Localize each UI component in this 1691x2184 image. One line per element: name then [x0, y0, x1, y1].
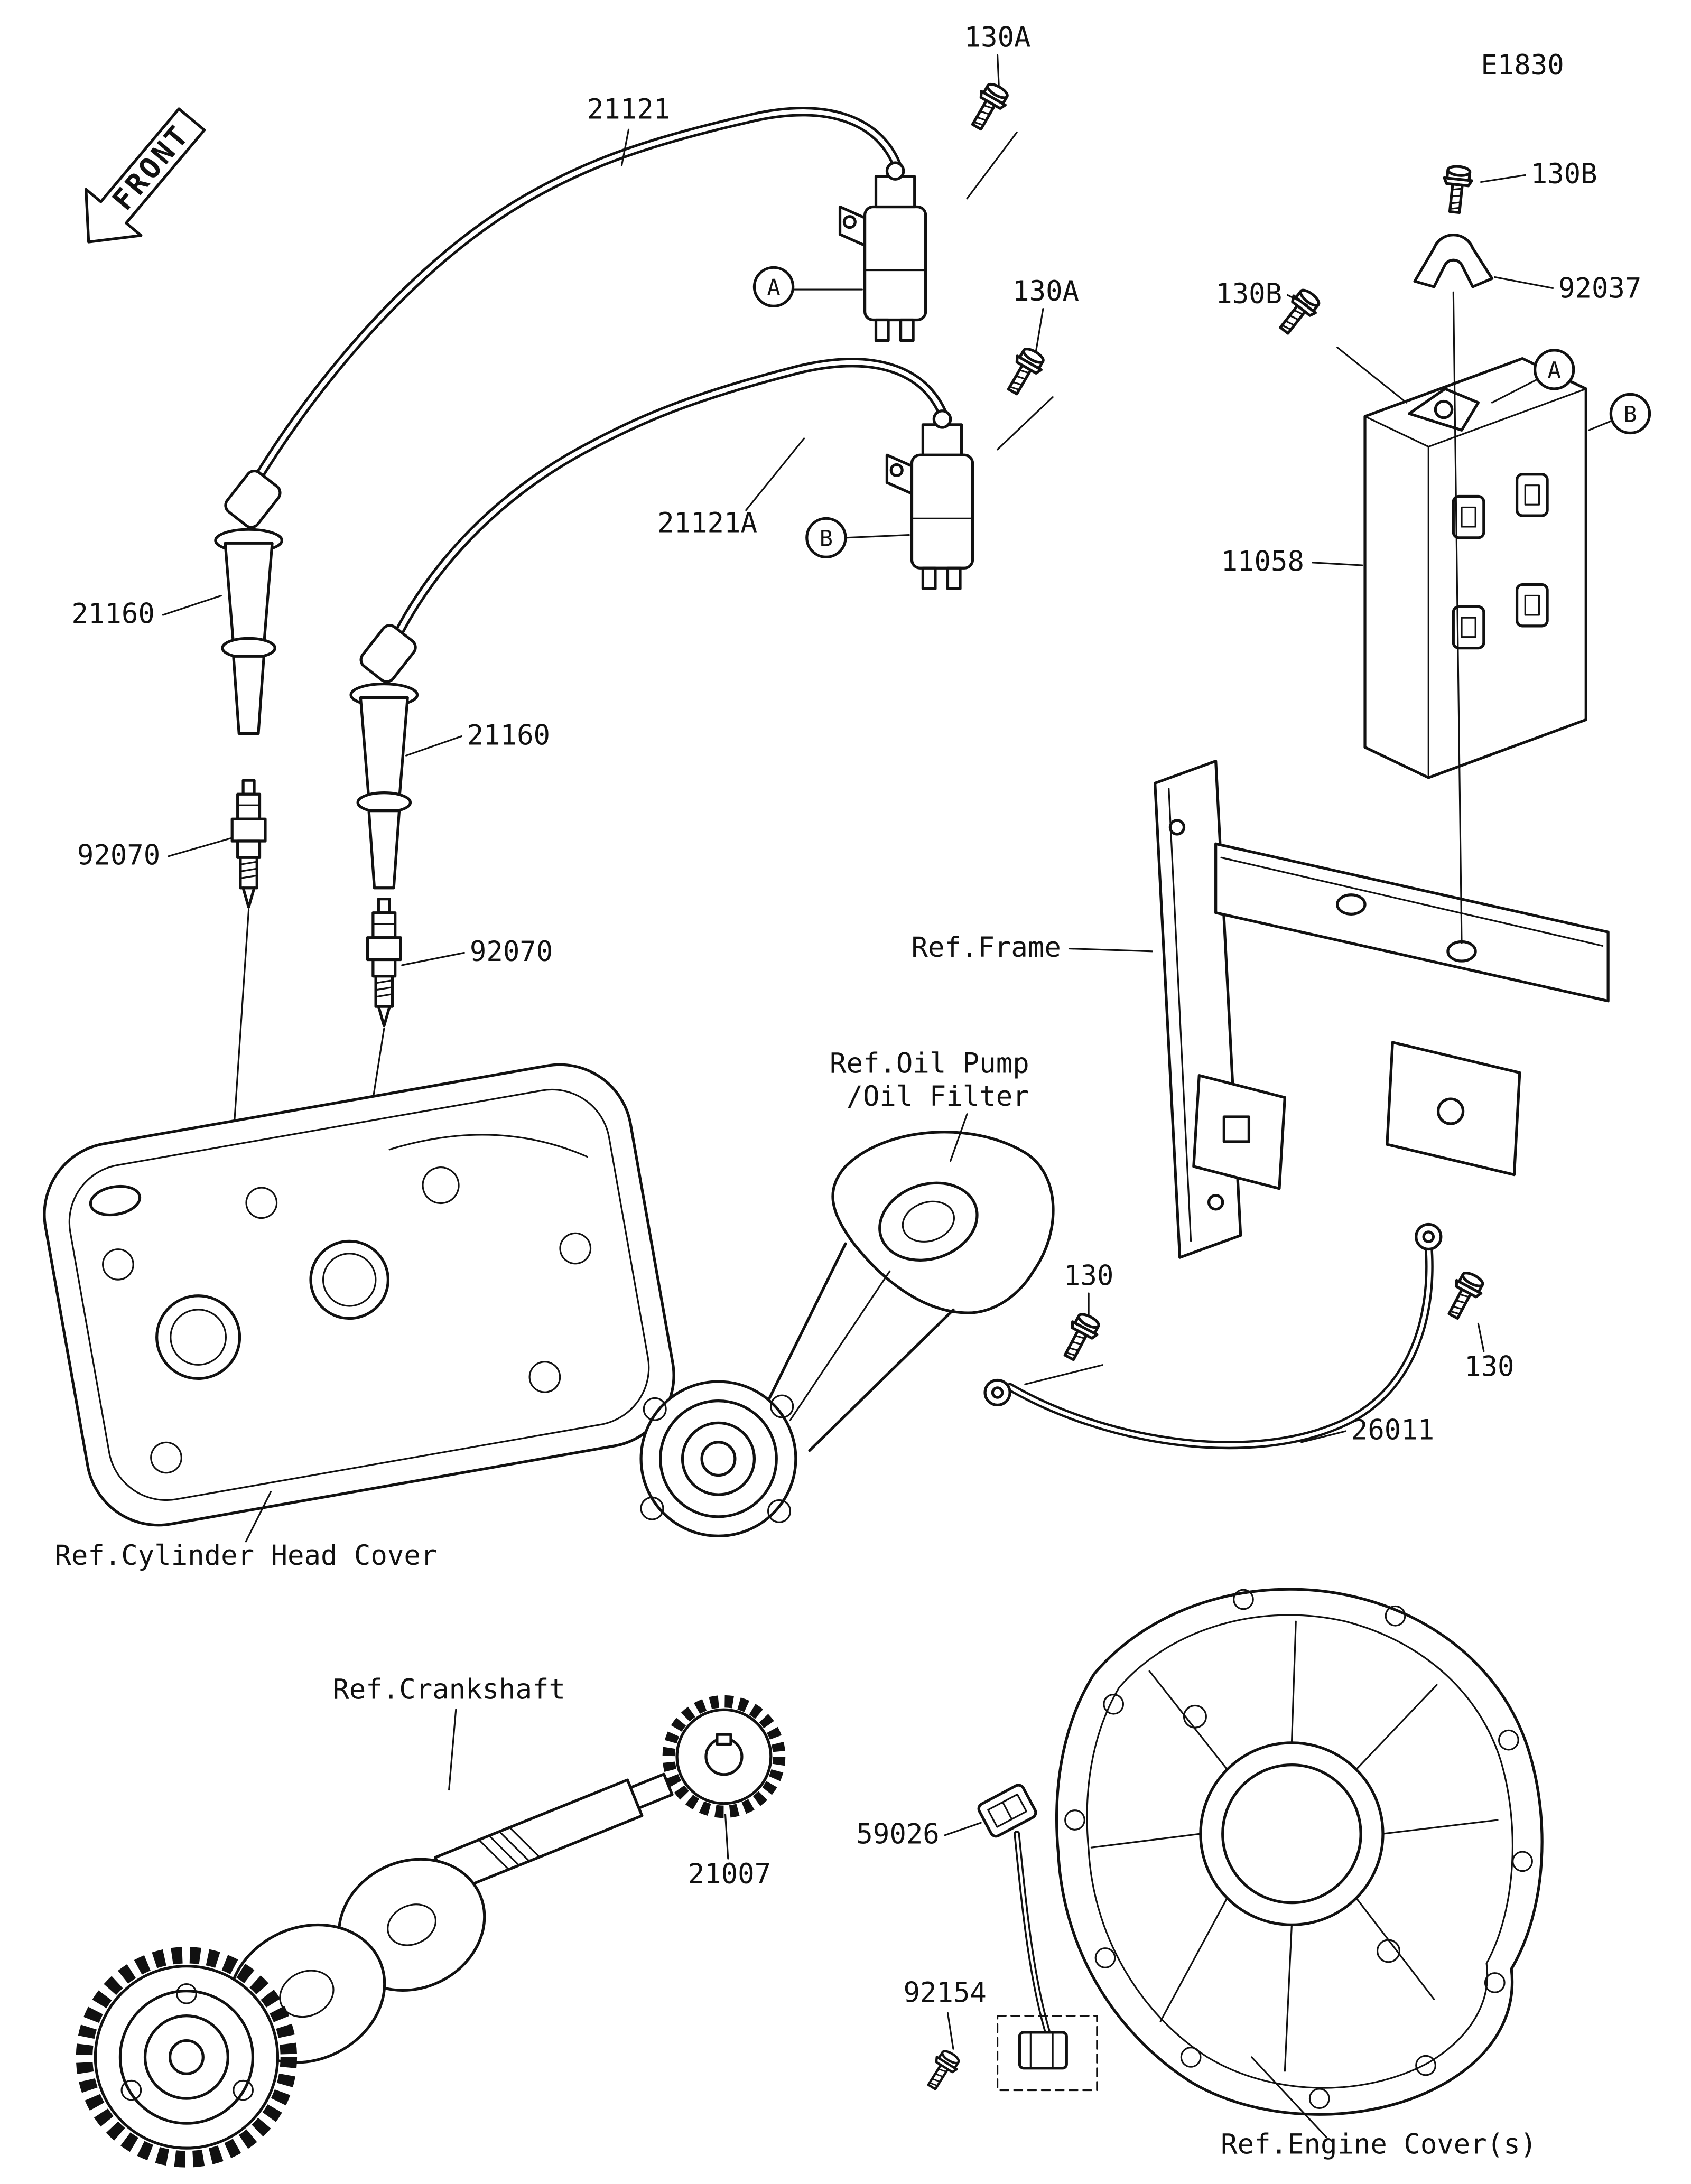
- bolt-130b-top-icon: [1441, 165, 1473, 214]
- spark-plug-lead-21121: [253, 107, 903, 482]
- callout-92070-left: 92070: [77, 839, 160, 871]
- front-arrow: FRONT: [85, 107, 206, 244]
- spark-plug-lead-21121a: [392, 358, 950, 642]
- svg-text:B: B: [820, 526, 833, 552]
- ref-crankshaft-label: Ref.Crankshaft: [332, 1674, 565, 1705]
- callout-92154: 92154: [904, 1977, 987, 2009]
- ignition-coil-a: [838, 161, 927, 342]
- callout-130B-top: 130B: [1531, 158, 1597, 190]
- bolt-92154-icon: [922, 2048, 963, 2093]
- marker-b-coil: B: [805, 517, 910, 558]
- callout-26011: 26011: [1351, 1415, 1434, 1446]
- callout-21007: 21007: [688, 1859, 771, 1890]
- callout-59026: 59026: [856, 1818, 939, 1850]
- svg-text:A: A: [1548, 357, 1561, 383]
- callout-92070-right: 92070: [470, 936, 553, 968]
- timing-sprocket-21007: [662, 1695, 786, 1818]
- ignition-coil-b: [885, 409, 974, 591]
- callout-130A-top: 130A: [964, 22, 1031, 54]
- callout-21121A: 21121A: [657, 507, 757, 539]
- ref-engine-cover-label: Ref.Engine Cover(s): [1221, 2129, 1537, 2161]
- ref-frame-label: Ref.Frame: [912, 932, 1061, 964]
- plug-cap-21160-right: [349, 624, 419, 890]
- ref-cylinder-head-cover-label: Ref.Cylinder Head Cover: [54, 1540, 437, 1572]
- screw-130a-top-icon: [965, 80, 1012, 134]
- callout-21160-left: 21160: [71, 599, 154, 630]
- spark-plug-92070-right: [352, 898, 402, 1222]
- svg-text:B: B: [1623, 402, 1637, 427]
- callout-92037: 92037: [1558, 273, 1641, 305]
- ground-lead-26011: [983, 1222, 1443, 1450]
- bolt-130-left-icon: [1057, 1311, 1103, 1364]
- clamp-92037: [1413, 234, 1494, 288]
- oil-pump: [639, 1131, 1055, 1537]
- callout-130-right: 130: [1464, 1351, 1514, 1383]
- ref-oil-pump-label-line2: /Oil Filter: [846, 1081, 1029, 1113]
- front-arrow-label: FRONT: [106, 118, 197, 217]
- crankshaft: [76, 1772, 674, 2168]
- callout-130A-mid: 130A: [1012, 276, 1079, 307]
- frame-ref-structure: [1154, 760, 1610, 1259]
- bolt-130-right-icon: [1441, 1269, 1487, 1322]
- svg-text:A: A: [767, 275, 780, 301]
- screw-130a-mid-icon: [1001, 345, 1048, 398]
- sensor-92154: [997, 2015, 1098, 2092]
- pickup-coil-59026: [977, 1784, 1051, 2034]
- engine-cover: [1055, 1588, 1544, 2116]
- plug-cap-21160-left: [214, 469, 283, 735]
- callout-130B-left: 130B: [1215, 278, 1282, 310]
- cylinder-head-cover: [43, 1063, 675, 1527]
- callout-21121: 21121: [587, 94, 670, 125]
- callout-11058: 11058: [1221, 546, 1304, 578]
- page-code: E1830: [1481, 50, 1564, 81]
- callout-130-left: 130: [1064, 1260, 1113, 1292]
- ecu-bracket-11058: [1363, 357, 1587, 779]
- marker-a-coil: A: [752, 266, 863, 307]
- marker-a-bracket: A: [1491, 349, 1575, 404]
- callout-21160-right: 21160: [467, 720, 550, 751]
- ref-oil-pump-label-line1: Ref.Oil Pump: [830, 1048, 1029, 1080]
- marker-b-bracket: B: [1587, 393, 1651, 435]
